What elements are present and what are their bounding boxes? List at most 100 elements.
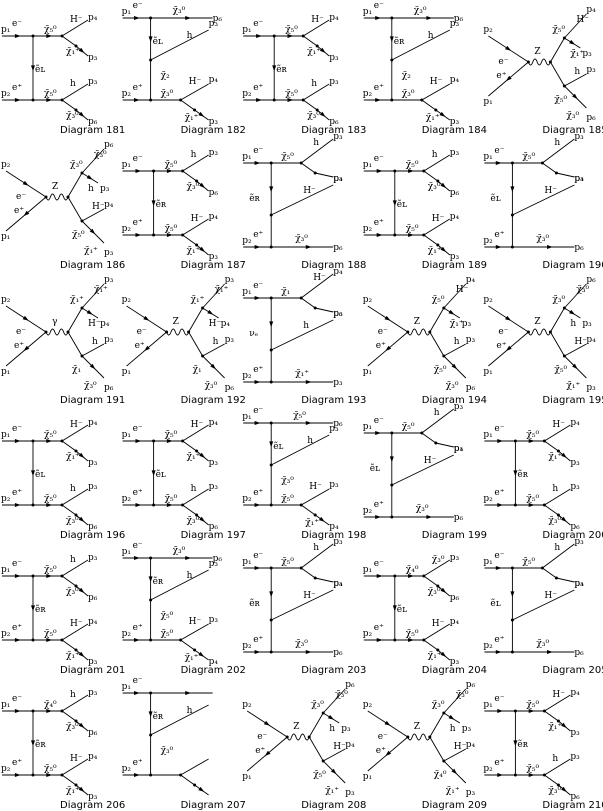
particle-label: γ (52, 317, 57, 327)
particle-label: p₃ (225, 335, 235, 345)
fermion-line (544, 774, 559, 786)
particle-label: χ̃₁⁺ (84, 245, 98, 256)
fermion-line (300, 504, 316, 516)
particle-label: p₁ (1, 232, 10, 242)
particle-label: χ̃₃⁰ (281, 475, 294, 486)
boson-line (286, 733, 310, 741)
particle-label: p₄ (100, 319, 110, 329)
particle-label: p₃ (586, 383, 596, 393)
particle-label: p₂ (363, 89, 373, 99)
particle-label: χ̃₅⁰ (165, 159, 178, 170)
arrow-head (198, 786, 205, 792)
particle-label: H⁻ (189, 617, 202, 627)
arrow-head (305, 421, 312, 425)
arrow-head (305, 245, 312, 249)
fermion-line (182, 218, 209, 236)
particle-label: p₄ (329, 522, 339, 532)
particle-label: h (313, 138, 319, 148)
particle-label: e⁺ (494, 230, 504, 240)
arrow-head (78, 722, 85, 729)
particle-label: p₆ (213, 14, 223, 24)
particle-label: χ̃₅⁰ (281, 493, 294, 504)
particle-label: p₂ (483, 295, 493, 305)
particle-label: ẽʟ (153, 36, 163, 47)
particle-label: H⁻ (70, 619, 83, 629)
arrow-head (185, 691, 192, 695)
particle-label: p₃ (450, 117, 460, 127)
feynman-diagram: p₁e⁻χ̃₃⁰p₆ẽʀχ̃₅⁰hp₃p₂e⁺χ̃₅⁰H⁻p₃χ̃₁⁺p₄Dia… (122, 541, 246, 676)
particle-label: e⁻ (374, 559, 384, 569)
arrow-head (144, 345, 150, 352)
diagram-caption: Diagram 207 (181, 800, 246, 811)
particle-label: H⁻ (574, 337, 587, 347)
particle-label: p₂ (1, 764, 11, 774)
particle-label: e⁻ (133, 1, 143, 11)
diagram-caption: Diagram 195 (542, 395, 603, 406)
particle-label: p₂ (1, 494, 11, 504)
arrow-head (376, 233, 383, 237)
arrow-head (269, 321, 274, 328)
particle-label: h (454, 337, 460, 347)
diagram-caption: Diagram 184 (422, 125, 487, 136)
particle-label: χ̃₃⁰ (66, 586, 79, 597)
particle-label: p₆ (333, 419, 343, 429)
particle-label: e⁺ (133, 218, 143, 228)
arrow-head (408, 638, 415, 642)
particle-label: p₂ (242, 700, 252, 710)
particle-label: χ̃₄⁰ (44, 699, 57, 710)
particle-label: p₂ (242, 236, 252, 246)
particle-label: H⁻ (432, 214, 445, 224)
particle-label: H⁻ (70, 420, 83, 430)
fermion-line (300, 162, 316, 174)
particle-label: χ̃₅⁰ (44, 493, 57, 504)
arrow-head (254, 421, 261, 425)
fermion-line (300, 297, 316, 309)
particle-label: e⁺ (12, 83, 22, 93)
fermion-line (67, 172, 83, 198)
particle-label: p₂ (483, 641, 493, 651)
particle-label: h (88, 184, 94, 194)
arrow-head (135, 439, 142, 443)
particle-label: h (450, 724, 456, 734)
particle-label: p₃ (345, 788, 355, 798)
particle-label: χ̃₁⁺ (307, 46, 321, 57)
particle-label: e⁻ (12, 694, 22, 704)
particle-label: χ̃₂ (161, 70, 170, 81)
particle-label: p₄ (209, 418, 219, 428)
fermion-line (315, 577, 334, 583)
particle-label: h (187, 706, 193, 716)
particle-label: e⁺ (374, 500, 384, 510)
arrow-head (46, 34, 53, 38)
particle-label: χ̃₅⁰ (402, 421, 415, 432)
arrow-head (199, 516, 206, 523)
particle-label: p₁ (122, 430, 131, 440)
fermion-line (544, 440, 559, 452)
arrow-head (46, 503, 53, 507)
diagram-caption: Diagram 209 (422, 800, 487, 811)
fermion-line (182, 154, 209, 172)
particle-label: p₁ (483, 97, 492, 107)
fermion-line (544, 694, 571, 712)
particle-label: p₃ (329, 480, 339, 490)
arrow-head (305, 650, 312, 654)
arrow-head (14, 503, 21, 507)
particle-label: e⁻ (374, 1, 384, 11)
particle-label: ẽʀ (276, 64, 287, 75)
particle-label: h (303, 321, 309, 331)
fermion-line (564, 283, 587, 309)
particle-label: p₃ (450, 657, 460, 667)
fermion-line (512, 184, 575, 216)
particle-label: p₆ (209, 188, 219, 198)
particle-label: p₂ (483, 494, 493, 504)
particle-label: p₃ (341, 724, 351, 734)
particle-label: p₃ (574, 579, 584, 589)
particle-label: p₂ (483, 764, 493, 774)
particle-label: h (313, 543, 319, 553)
arrow-head (256, 98, 262, 102)
particle-label: p₂ (242, 494, 252, 504)
fermion-line (550, 331, 565, 357)
arrow-head (510, 591, 515, 598)
fermion-line (182, 424, 209, 442)
